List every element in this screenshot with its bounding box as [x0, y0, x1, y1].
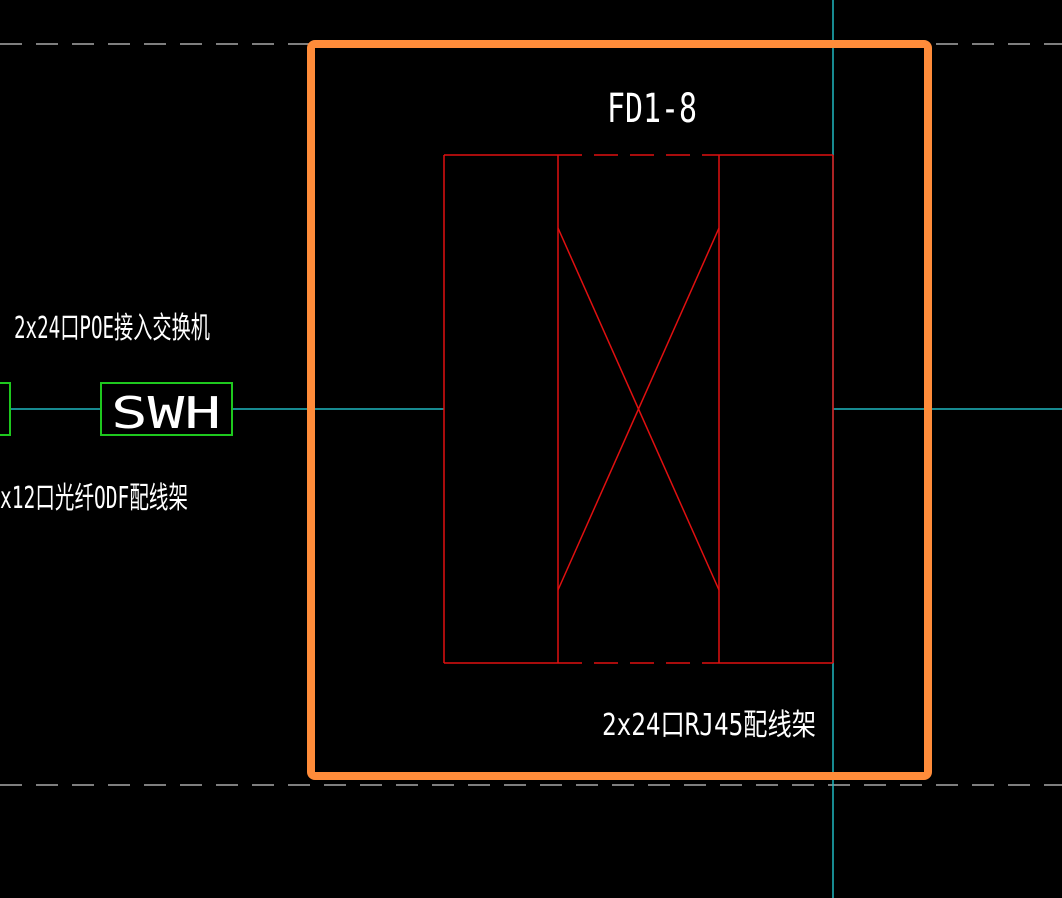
switch-box[interactable] [100, 382, 233, 436]
panel-cross-diagonal-2 [557, 227, 720, 591]
rj45-description: 2x24口RJ45配线架 [602, 708, 816, 743]
switch-code-label: SWH [111, 388, 221, 439]
odf-description: x12口光纤ODF配线架 [0, 481, 188, 516]
odf-box[interactable] [0, 382, 11, 436]
rj45-patch-panel[interactable] [443, 154, 834, 664]
panel-id-label: FD1-8 [607, 86, 697, 132]
selection-highlight [307, 40, 932, 780]
switch-description: 2x24口POE接入交换机 [14, 311, 210, 346]
